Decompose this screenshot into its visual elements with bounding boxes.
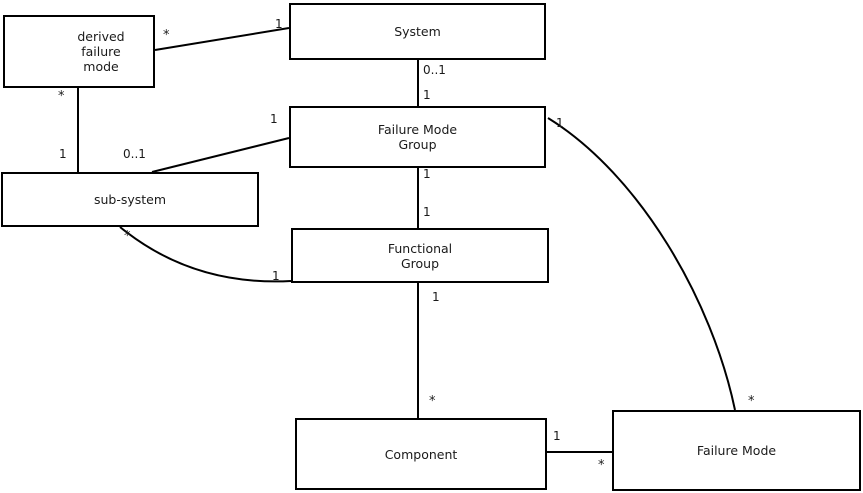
multiplicity-m-dfm-down: *: [58, 89, 65, 104]
connection-derived-failure-mode--system: [154, 27, 290, 51]
multiplicity-m-subsystem-diag: 0..1: [123, 147, 146, 161]
connection-sub-system--failure-mode-group: [151, 137, 290, 173]
class-box-label-derived-failure-mode: derived failure mode: [77, 29, 125, 74]
connection-sub-system--functional-group: [119, 226, 292, 283]
class-box-derived-failure-mode[interactable]: derived failure mode: [3, 15, 155, 88]
class-box-label-sub-system: sub-system: [93, 192, 167, 207]
multiplicity-m-fg-up: 1: [423, 205, 431, 219]
class-box-component[interactable]: Component: [295, 418, 547, 490]
multiplicity-m-fmg-left-diag: 1: [270, 112, 278, 126]
class-box-label-system: System: [394, 24, 441, 39]
multiplicity-m-component-right: 1: [553, 429, 561, 443]
multiplicity-m-subsystem-curve: *: [124, 229, 131, 244]
multiplicity-m-dfm-system-near: *: [163, 28, 170, 43]
multiplicity-m-fmg-right-curve: 1: [556, 116, 564, 130]
class-box-label-functional-group: Functional Group: [387, 240, 453, 271]
multiplicity-m-fg-down: 1: [432, 290, 440, 304]
multiplicity-m-component-up: *: [429, 394, 436, 409]
class-box-failure-mode[interactable]: Failure Mode: [612, 410, 861, 491]
class-box-functional-group[interactable]: Functional Group: [291, 228, 549, 283]
multiplicity-m-system-down: 0..1: [423, 63, 446, 77]
class-box-failure-mode-group[interactable]: Failure Mode Group: [289, 106, 546, 168]
multiplicity-m-fm-left: *: [598, 458, 605, 473]
multiplicity-m-fm-top-curve: *: [748, 394, 755, 409]
class-box-label-failure-mode: Failure Mode: [696, 443, 777, 458]
multiplicity-m-fg-left-curve: 1: [272, 269, 280, 283]
multiplicity-m-subsystem-up: 1: [59, 147, 67, 161]
multiplicity-m-fmg-up: 1: [423, 88, 431, 102]
multiplicity-m-fmg-down: 1: [423, 167, 431, 181]
class-box-label-component: Component: [384, 446, 458, 462]
class-box-system[interactable]: System: [289, 3, 546, 60]
multiplicity-m-system-near-dfm: 1: [275, 17, 283, 31]
class-box-label-failure-mode-group: Failure Mode Group: [377, 122, 458, 152]
class-box-sub-system[interactable]: sub-system: [1, 172, 259, 227]
connection-failure-mode-group--failure-mode: [547, 117, 736, 411]
